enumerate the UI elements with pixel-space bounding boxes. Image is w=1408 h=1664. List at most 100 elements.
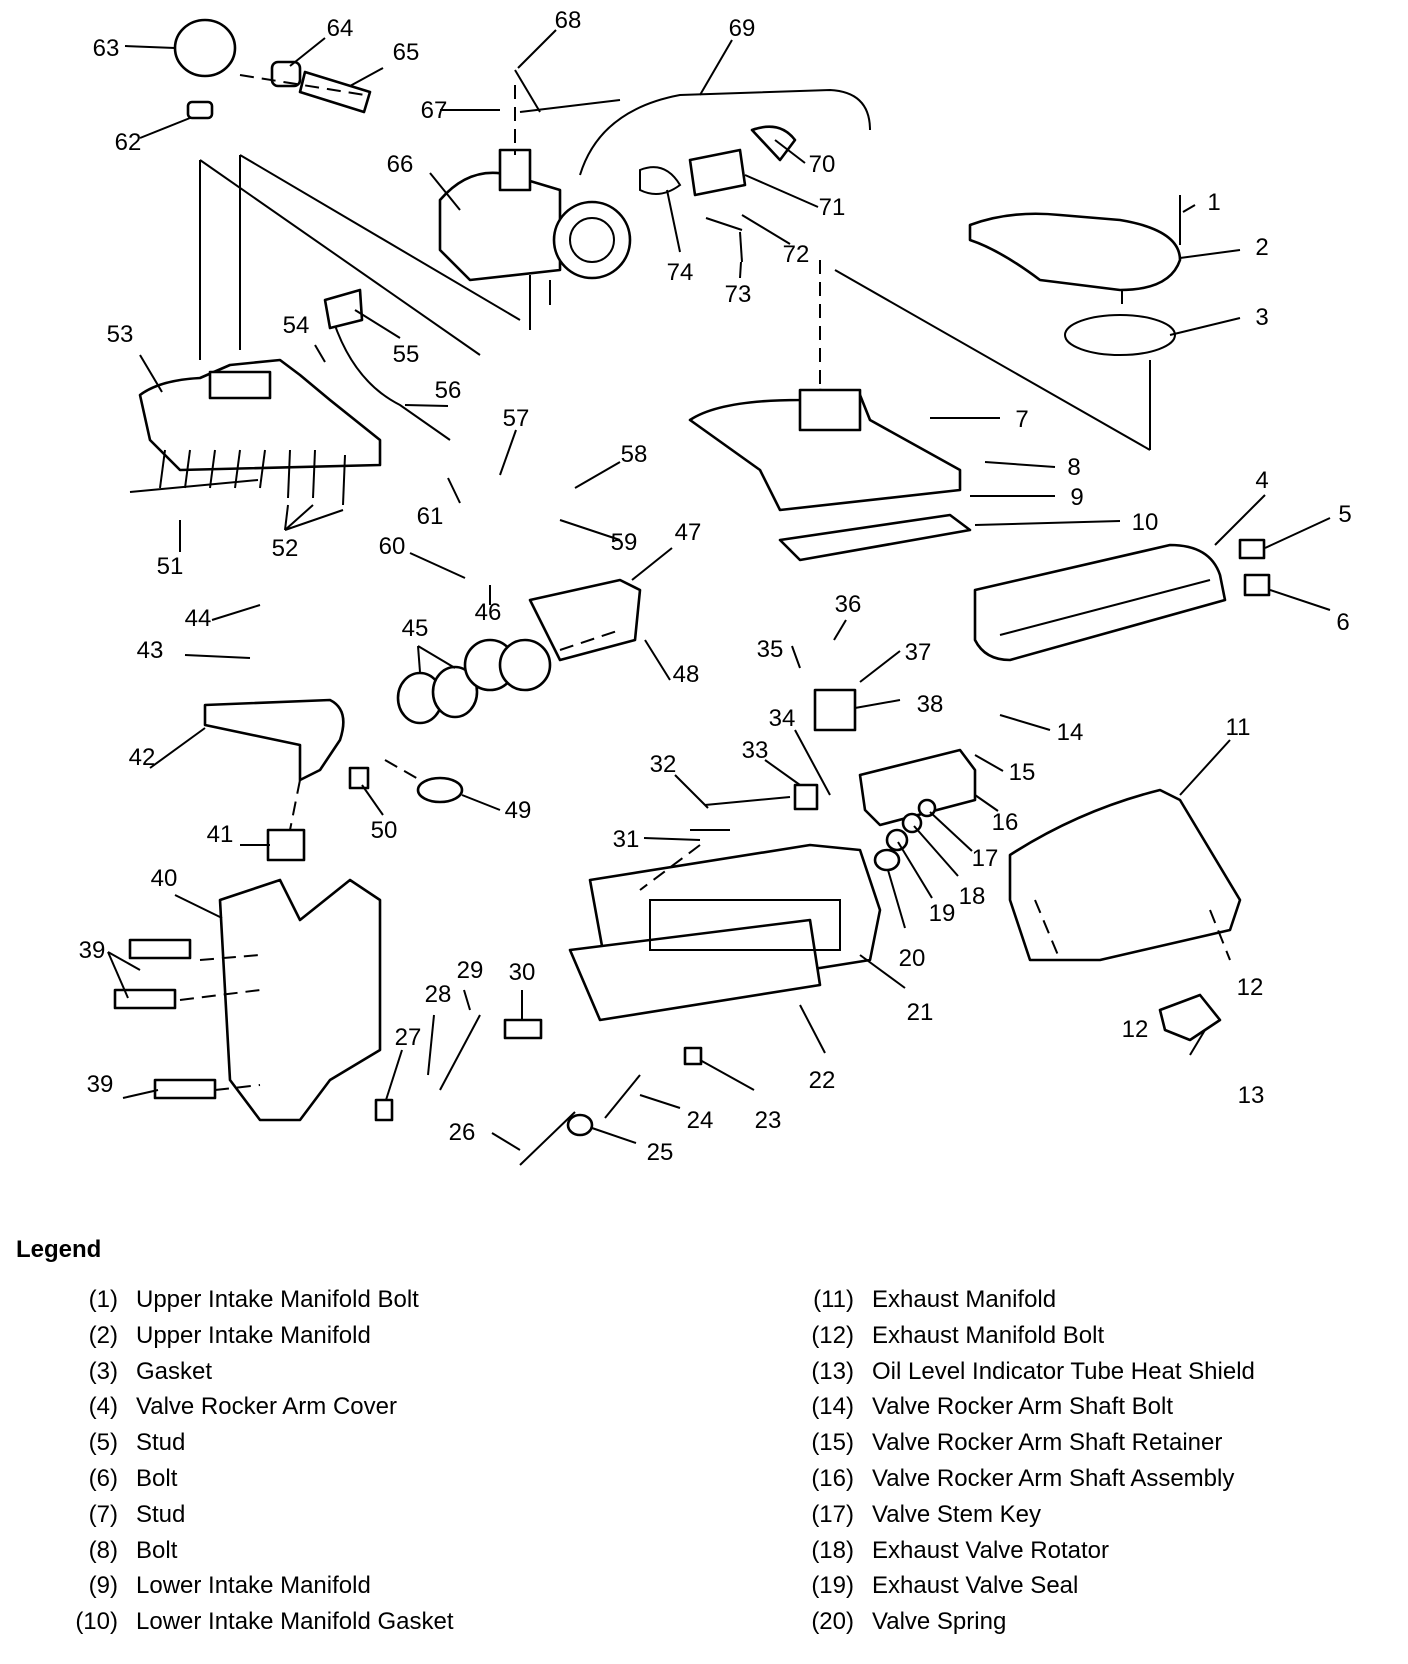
part-9-top	[798, 388, 862, 432]
callout-67: 67	[421, 97, 448, 124]
callout-63: 63	[93, 35, 120, 62]
part-65	[298, 70, 372, 114]
callout-53: 53	[107, 321, 134, 348]
part-30	[503, 1018, 543, 1040]
part-drawings	[113, 18, 1271, 1166]
legend-number: (12)	[811, 1321, 854, 1349]
callout-39b: 39	[87, 1071, 114, 1098]
part-40	[218, 878, 382, 1122]
legend-number: (2)	[88, 1321, 118, 1349]
callout-70: 70	[809, 151, 836, 178]
callout-4: 4	[1255, 467, 1268, 494]
callout-30: 30	[509, 959, 536, 986]
part-66	[438, 171, 562, 282]
legend-label: Exhaust Manifold Bolt	[872, 1321, 1105, 1349]
callout-50: 50	[371, 817, 398, 844]
part-6	[1243, 573, 1271, 597]
part-52	[287, 449, 346, 506]
callout-62: 62	[115, 129, 142, 156]
callout-59: 59	[611, 529, 638, 556]
legend-number: (14)	[811, 1393, 854, 1421]
legend-label: Valve Rocker Arm Shaft Assembly	[872, 1464, 1235, 1492]
legend-number: (7)	[88, 1500, 118, 1528]
turbo-housing	[552, 200, 632, 280]
callout-72: 72	[783, 241, 810, 268]
part-13	[1158, 993, 1222, 1042]
legend-number: (3)	[88, 1357, 118, 1385]
callout-21: 21	[907, 999, 934, 1026]
callout-1: 1	[1207, 189, 1220, 216]
legend-item: (16)Valve Rocker Arm Shaft Assembly	[800, 1461, 1255, 1497]
legend-label: Bolt	[136, 1536, 178, 1564]
part-3	[1064, 314, 1176, 356]
legend-label: Exhaust Manifold	[872, 1286, 1057, 1313]
callout-49: 49	[505, 797, 532, 824]
legend-number: (6)	[88, 1464, 118, 1492]
legend-title: Legend	[16, 1236, 102, 1263]
part-62	[186, 100, 214, 120]
legend-label: Lower Intake Manifold Gasket	[136, 1608, 454, 1636]
callout-28: 28	[425, 981, 452, 1008]
callout-9: 9	[1070, 484, 1083, 511]
part-20	[873, 848, 901, 872]
legend-label: Valve Spring	[872, 1608, 1007, 1636]
legend-label: Exhaust Valve Rotator	[872, 1536, 1110, 1564]
callout-46: 46	[475, 599, 502, 626]
part-51	[159, 449, 266, 489]
legend-number: (10)	[75, 1608, 118, 1636]
legend-item: (17)Valve Stem Key	[800, 1497, 1255, 1533]
legend-item: (1) Upper Intake Manifold Bolt	[66, 1282, 454, 1318]
part-39	[113, 938, 217, 1100]
callout-22: 22	[809, 1067, 836, 1094]
part-26	[519, 1111, 576, 1166]
callout-11: 11	[1226, 714, 1251, 741]
part-22	[568, 918, 822, 1022]
legend-item: (10) Lower Intake Manifold Gasket	[66, 1604, 454, 1640]
part-67	[498, 148, 532, 192]
legend-item: (12) Exhaust Manifold Bolt	[800, 1318, 1255, 1354]
callout-5: 5	[1338, 501, 1351, 528]
part-69	[579, 88, 871, 176]
part-5	[1238, 538, 1266, 560]
callout-26: 26	[449, 1119, 476, 1146]
callout-71: 71	[819, 194, 846, 221]
part-50	[348, 766, 370, 790]
legend-item: (14)Valve Rocker Arm Shaft Bolt	[800, 1389, 1255, 1425]
legend-number: (1)	[88, 1286, 118, 1313]
legend-item: (20)Valve Spring	[800, 1604, 1255, 1640]
callout-33: 33	[742, 737, 769, 764]
legend-column-right: (11)Exhaust Manifold (12)Exhaust Manifol…	[800, 1282, 1255, 1640]
part-10	[778, 513, 972, 562]
part-70	[750, 125, 797, 162]
legend-label: Stud	[136, 1429, 186, 1457]
callout-52: 52	[272, 535, 299, 562]
legend-number: (17)	[811, 1500, 854, 1528]
legend-label: Upper Intake Manifold Bolt	[136, 1286, 419, 1313]
legend-item: (7)Stud	[66, 1497, 454, 1533]
callout-61: 61	[417, 503, 444, 530]
callout-47: 47	[675, 519, 702, 546]
callout-3: 3	[1255, 304, 1268, 331]
legend-number: (18)	[811, 1536, 854, 1564]
part-25	[566, 1113, 594, 1137]
legend-item: (18) Exhaust Valve Rotator	[800, 1533, 1255, 1569]
part-24	[604, 1074, 641, 1119]
callout-66: 66	[387, 151, 414, 178]
part-49	[416, 776, 464, 804]
part-47	[528, 578, 642, 662]
callout-58: 58	[621, 441, 648, 468]
callout-7: 7	[1015, 406, 1028, 433]
part-72	[705, 217, 743, 231]
part-9	[688, 388, 962, 512]
part-4	[973, 543, 1227, 662]
legend-item: (4)Valve Rocker Arm Cover	[66, 1389, 454, 1425]
part-11	[1008, 788, 1242, 962]
callout-51: 51	[157, 553, 184, 580]
callout-24: 24	[687, 1107, 714, 1134]
callout-2: 2	[1255, 234, 1268, 261]
callout-39a: 39	[79, 937, 106, 964]
part-33	[793, 783, 819, 811]
legend-number: (13)	[811, 1357, 854, 1385]
legend-label: Gasket	[136, 1357, 213, 1385]
part-27	[374, 1098, 394, 1122]
